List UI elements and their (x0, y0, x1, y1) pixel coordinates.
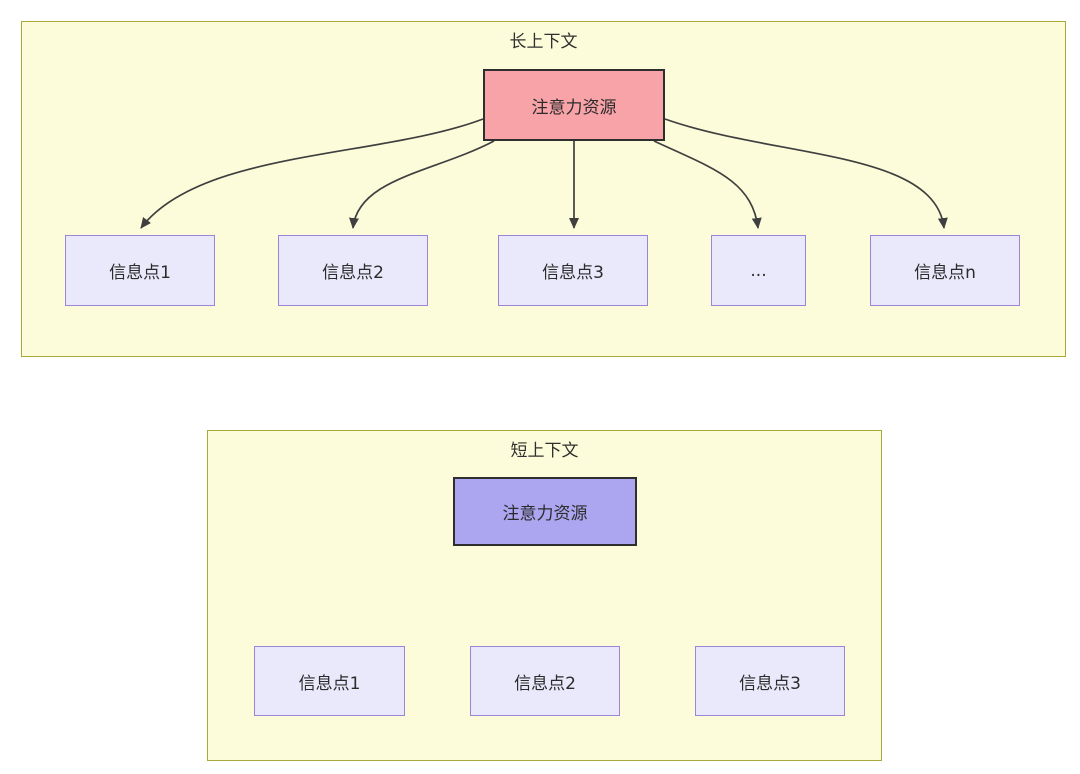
node-label: 信息点2 (514, 673, 576, 694)
node-label: 信息点2 (322, 263, 384, 283)
node-label: 信息点3 (542, 263, 604, 283)
node-label: 信息点3 (739, 673, 801, 694)
long-context-attention-label: 注意力资源 (531, 97, 617, 118)
short-context-node-1: 信息点1 (254, 646, 405, 716)
long-context-node-2: 信息点2 (278, 235, 428, 306)
short-context-attention-label: 注意力资源 (502, 504, 588, 524)
node-label: 信息点n (914, 263, 976, 283)
long-context-title: 长上下文 (509, 32, 578, 52)
long-context-node-ellipsis: ... (711, 235, 806, 306)
node-label: 信息点1 (109, 263, 171, 283)
node-label: 信息点1 (298, 673, 361, 694)
long-context-node-n: 信息点n (870, 235, 1020, 306)
node-label: ... (750, 260, 767, 281)
long-context-node-3: 信息点3 (498, 235, 648, 306)
short-context-node-2: 信息点2 (470, 646, 620, 716)
short-context-attention-box: 注意力资源 (453, 477, 637, 546)
short-context-title: 短上下文 (510, 441, 579, 461)
long-context-attention-box: 注意力资源 (483, 69, 665, 141)
long-context-node-1: 信息点1 (65, 235, 215, 306)
short-context-node-3: 信息点3 (695, 646, 845, 716)
